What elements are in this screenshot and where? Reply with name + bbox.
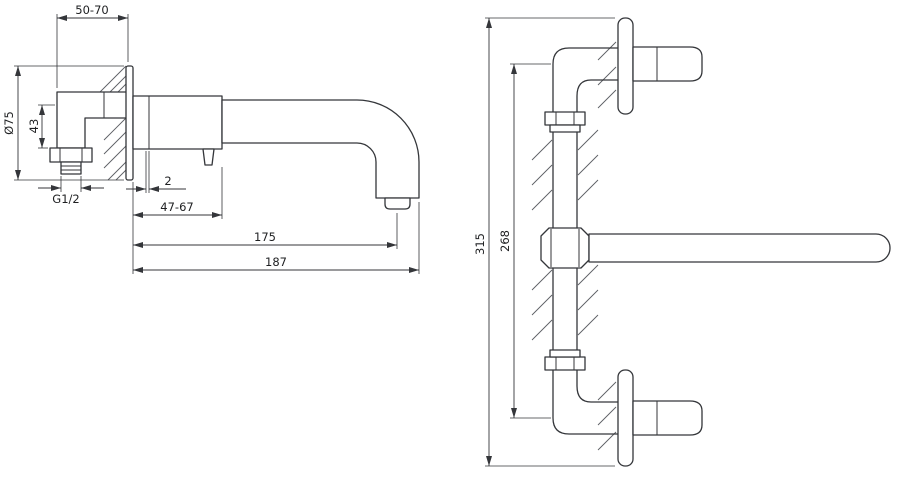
dim-plate-diameter: Ø75 bbox=[2, 65, 124, 181]
hatch-line bbox=[577, 314, 599, 336]
elbow-hex-nut bbox=[49, 147, 93, 163]
hatch-line bbox=[107, 161, 127, 181]
escutcheon-plate-edge bbox=[125, 65, 134, 181]
top-elbow-inner bbox=[576, 79, 620, 112]
dim-projection-range: 47-67 bbox=[132, 167, 223, 274]
inlet-elbow bbox=[56, 91, 128, 149]
hatch-line bbox=[103, 117, 127, 141]
dim-elbow-height: 43 bbox=[27, 104, 55, 149]
bottom-union-nut bbox=[544, 356, 586, 371]
dim-label-center-distance: 268 bbox=[498, 230, 512, 252]
hatch-line bbox=[103, 145, 127, 169]
bottom-escutcheon-plate bbox=[617, 369, 634, 467]
front-view: 315 268 bbox=[473, 17, 891, 467]
top-collar-ring bbox=[549, 124, 581, 133]
hatch-line bbox=[103, 131, 127, 155]
hatch-line bbox=[531, 319, 553, 341]
dim-label-gap: 2 bbox=[164, 174, 171, 188]
hatch-line bbox=[117, 83, 127, 93]
lever-nub bbox=[202, 148, 215, 166]
wall-hatching-front bbox=[531, 41, 617, 451]
spout-curve bbox=[221, 99, 420, 199]
dim-depth-range: 50-70 bbox=[56, 3, 129, 88]
dim-center-distance: 268 bbox=[498, 63, 551, 419]
hatch-line bbox=[597, 431, 617, 451]
hatch-line bbox=[597, 381, 617, 401]
dim-label-projection-range: 47-67 bbox=[160, 200, 193, 214]
hatch-line bbox=[109, 75, 127, 93]
dim-label-total-height: 315 bbox=[473, 233, 487, 255]
hatch-line bbox=[577, 264, 599, 286]
top-elbow-outer bbox=[552, 47, 620, 112]
dim-gap: 2 bbox=[126, 151, 186, 193]
hatch-line bbox=[597, 41, 617, 61]
dim-label-elbow-height: 43 bbox=[27, 119, 41, 134]
hatch-line bbox=[531, 139, 553, 161]
dim-label-depth-range: 50-70 bbox=[75, 3, 108, 17]
hatch-line bbox=[577, 179, 599, 201]
dim-total-height: 315 bbox=[473, 17, 615, 467]
top-handle bbox=[632, 46, 703, 82]
top-union-nut bbox=[544, 111, 586, 126]
bottom-handle bbox=[632, 400, 703, 436]
side-view: 50-70 Ø75 43 G1/2 2 bbox=[2, 3, 420, 274]
spout-body bbox=[132, 95, 223, 150]
bottom-elbow-outer bbox=[552, 370, 620, 435]
threaded-stub bbox=[60, 161, 82, 175]
hatch-line bbox=[531, 269, 553, 291]
bottom-collar-ring bbox=[549, 349, 581, 358]
dim-spout-reach: 175 bbox=[133, 213, 398, 249]
hatch-line bbox=[531, 164, 553, 186]
wall-hatching-side bbox=[99, 65, 127, 181]
bottom-elbow-inner bbox=[576, 370, 620, 403]
dim-label-thread: G1/2 bbox=[52, 192, 79, 206]
dim-label-spout-reach: 175 bbox=[254, 230, 276, 244]
hatch-line bbox=[99, 65, 127, 93]
hatch-line bbox=[597, 406, 617, 426]
dim-label-plate-diameter: Ø75 bbox=[2, 111, 16, 135]
hatch-line bbox=[597, 89, 617, 109]
hatch-line bbox=[577, 289, 599, 311]
hatch-line bbox=[577, 154, 599, 176]
hatch-line bbox=[531, 189, 553, 211]
hatch-line bbox=[531, 294, 553, 316]
hatch-line bbox=[115, 169, 127, 181]
aerator-tip bbox=[384, 197, 411, 210]
top-escutcheon-plate bbox=[617, 17, 634, 115]
hatch-line bbox=[577, 129, 599, 151]
hatch-line bbox=[597, 66, 617, 86]
dim-total-projection: 187 bbox=[133, 202, 420, 274]
hex-connector bbox=[540, 227, 590, 269]
spout-front bbox=[588, 233, 891, 263]
dim-label-total-projection: 187 bbox=[265, 255, 287, 269]
dim-thread: G1/2 bbox=[38, 176, 104, 206]
